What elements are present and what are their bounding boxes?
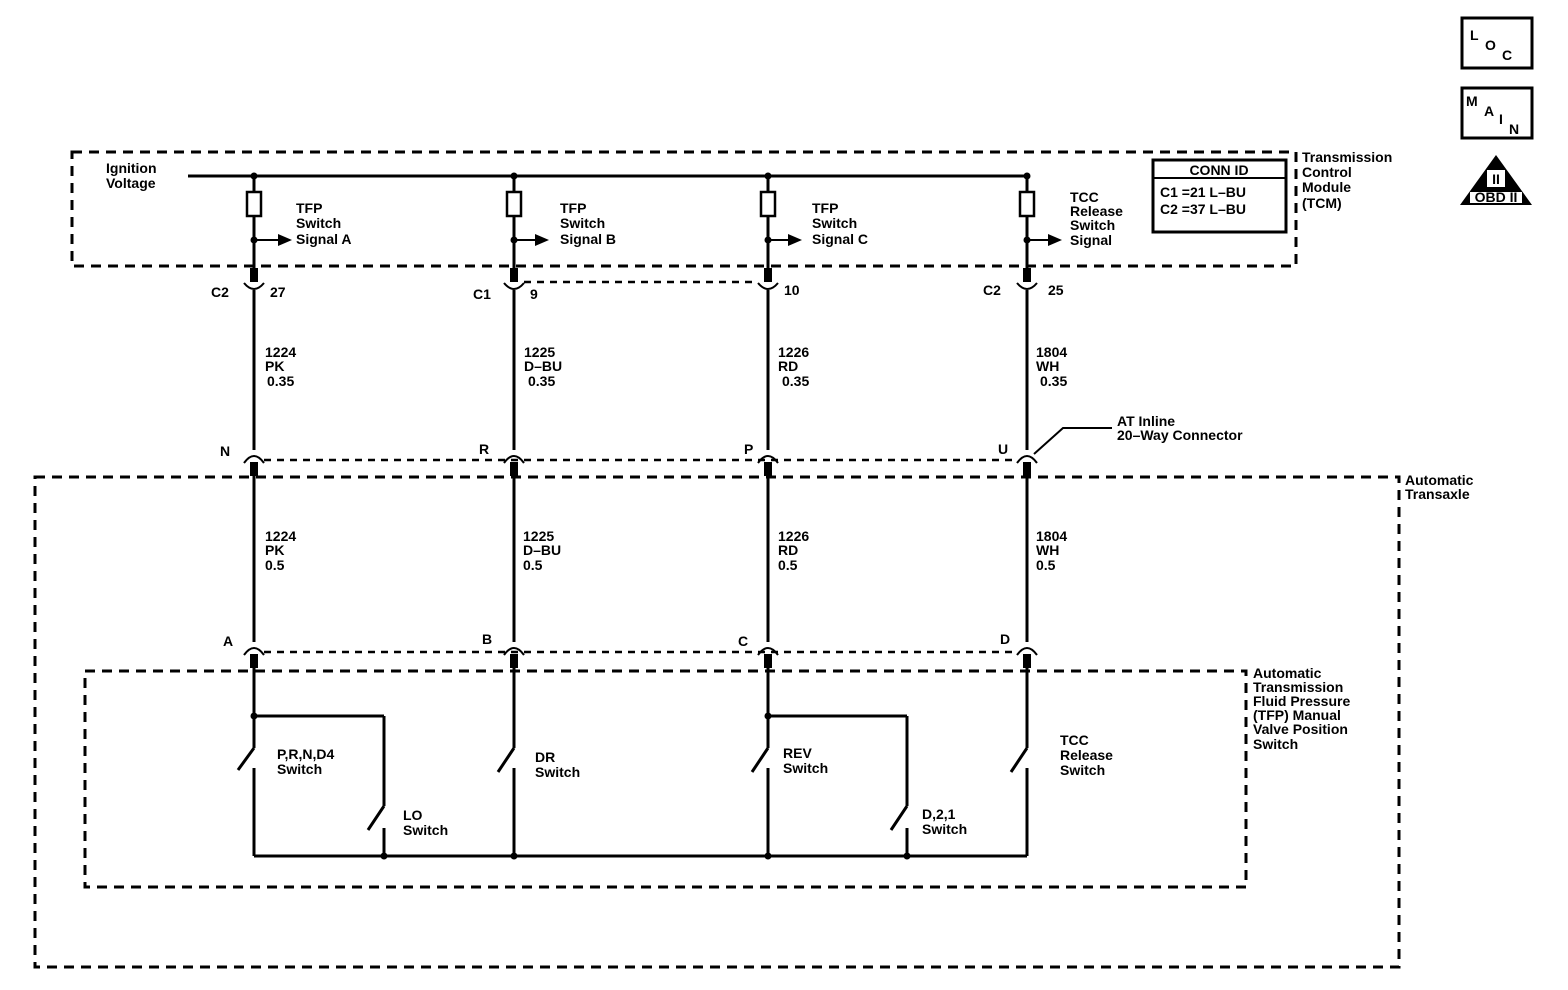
circuit-d: TCC Release Switch Signal C2 25 1804 WH … bbox=[983, 172, 1127, 856]
connector-label-b: C1 bbox=[473, 286, 491, 302]
conn-id-title: CONN ID bbox=[1189, 162, 1248, 178]
upper-wire-label-d: 1804 WH 0.35 bbox=[1036, 344, 1071, 389]
circuit-c: TFP Switch Signal C 10 1226 RD 0.35 P 12… bbox=[738, 172, 911, 860]
switch-pin-label-b: B bbox=[482, 631, 492, 647]
conn-id-row-1: C1 =21 L–BU bbox=[1160, 184, 1246, 200]
lower-wire-label-a: 1224 PK 0.5 bbox=[265, 528, 300, 573]
tcc-release-switch-contact bbox=[1009, 747, 1029, 773]
signal-label-d: TCC Release Switch Signal bbox=[1070, 189, 1127, 248]
d21-switch-contact bbox=[889, 805, 909, 831]
dr-switch-contact bbox=[496, 747, 516, 773]
prnd4-switch-label: P,R,N,D4 Switch bbox=[277, 746, 338, 777]
loc-icon-letter-3: C bbox=[1502, 47, 1512, 63]
switch-pin-label-a: A bbox=[223, 633, 233, 649]
arrow-right-icon bbox=[535, 234, 549, 246]
connector-label-d: C2 bbox=[983, 282, 1001, 298]
arrow-right-icon bbox=[1048, 234, 1062, 246]
resistor-icon bbox=[245, 190, 263, 218]
pin-label-d: 25 bbox=[1048, 282, 1064, 298]
upper-wire-label-a: 1224 PK 0.35 bbox=[265, 344, 300, 389]
inline-pin-label-a: N bbox=[220, 443, 230, 459]
main-icon-letter-2: A bbox=[1484, 103, 1494, 119]
signal-label-c: TFP Switch Signal C bbox=[812, 200, 868, 247]
rev-switch-contact bbox=[750, 747, 770, 773]
main-icon-letter-3: I bbox=[1499, 111, 1503, 127]
main-icon-letter-4: N bbox=[1509, 121, 1519, 137]
inline-connector-label: AT Inline 20–Way Connector bbox=[1117, 413, 1243, 443]
transaxle-boundary bbox=[33, 475, 1401, 969]
obd-ii-label: OBD II bbox=[1475, 189, 1518, 205]
upper-wire-label-c: 1226 RD 0.35 bbox=[778, 344, 813, 389]
ignition-voltage-label: Ignition Voltage bbox=[106, 160, 160, 191]
inline-pin-label-c: P bbox=[744, 441, 753, 457]
lower-wire-label-b: 1225 D–BU 0.5 bbox=[523, 528, 565, 573]
conn-id-table: CONN ID C1 =21 L–BU C2 =37 L–BU bbox=[1151, 158, 1288, 234]
circuit-a: TFP Switch Signal A C2 27 1224 PK 0.35 N… bbox=[211, 172, 388, 860]
circuit-b: TFP Switch Signal B C1 9 1225 D–BU 0.35 … bbox=[473, 172, 616, 860]
loc-icon-letter-2: O bbox=[1485, 37, 1496, 53]
lower-wire-label-d: 1804 WH 0.5 bbox=[1036, 528, 1071, 573]
resistor-icon bbox=[1018, 190, 1036, 218]
transaxle-label: Automatic Transaxle bbox=[1405, 472, 1477, 502]
loc-icon[interactable]: L O C bbox=[1460, 16, 1534, 70]
inline-pin-label-d: U bbox=[998, 441, 1008, 457]
dr-switch-label: DR Switch bbox=[535, 749, 580, 780]
conn-id-row-2: C2 =37 L–BU bbox=[1160, 201, 1246, 217]
inline-pin-label-b: R bbox=[479, 441, 489, 457]
obd-ii-icon[interactable]: II OBD II bbox=[1460, 155, 1532, 205]
resistor-icon bbox=[759, 190, 777, 218]
tfp-switch-assembly-boundary bbox=[83, 669, 1248, 889]
resistor-icon bbox=[505, 190, 523, 218]
switch-pin-label-d: D bbox=[1000, 631, 1010, 647]
inline-connector-leader bbox=[1033, 427, 1112, 455]
lower-wire-label-c: 1226 RD 0.5 bbox=[778, 528, 813, 573]
signal-label-b: TFP Switch Signal B bbox=[560, 200, 616, 247]
upper-wire-label-b: 1225 D–BU 0.35 bbox=[524, 344, 566, 389]
obd-ii-numeral: II bbox=[1492, 171, 1500, 187]
signal-label-a: TFP Switch Signal A bbox=[296, 200, 352, 247]
pin-label-c: 10 bbox=[784, 282, 800, 298]
loc-icon-letter-1: L bbox=[1470, 27, 1479, 43]
tcm-module: Transmission Control Module (TCM) Igniti… bbox=[70, 149, 1396, 268]
arrow-right-icon bbox=[788, 234, 802, 246]
main-icon-letter-1: M bbox=[1466, 93, 1478, 109]
lo-switch-contact bbox=[366, 805, 386, 831]
arrow-right-icon bbox=[278, 234, 292, 246]
pin-label-b: 9 bbox=[530, 286, 538, 302]
tcc-release-switch-label: TCC Release Switch bbox=[1060, 732, 1117, 778]
prnd4-switch-contact bbox=[236, 747, 256, 771]
switch-pin-label-c: C bbox=[738, 633, 748, 649]
connector-label-a: C2 bbox=[211, 284, 229, 300]
tfp-switch-assembly-label: Automatic Transmission Fluid Pressure (T… bbox=[1253, 665, 1354, 752]
tcm-label: Transmission Control Module (TCM) bbox=[1302, 149, 1396, 211]
d21-switch-label: D,2,1 Switch bbox=[922, 806, 967, 837]
lo-switch-label: LO Switch bbox=[403, 807, 448, 838]
rev-switch-label: REV Switch bbox=[783, 745, 828, 776]
pin-label-a: 27 bbox=[270, 284, 286, 300]
main-icon[interactable]: M A I N bbox=[1460, 86, 1534, 140]
